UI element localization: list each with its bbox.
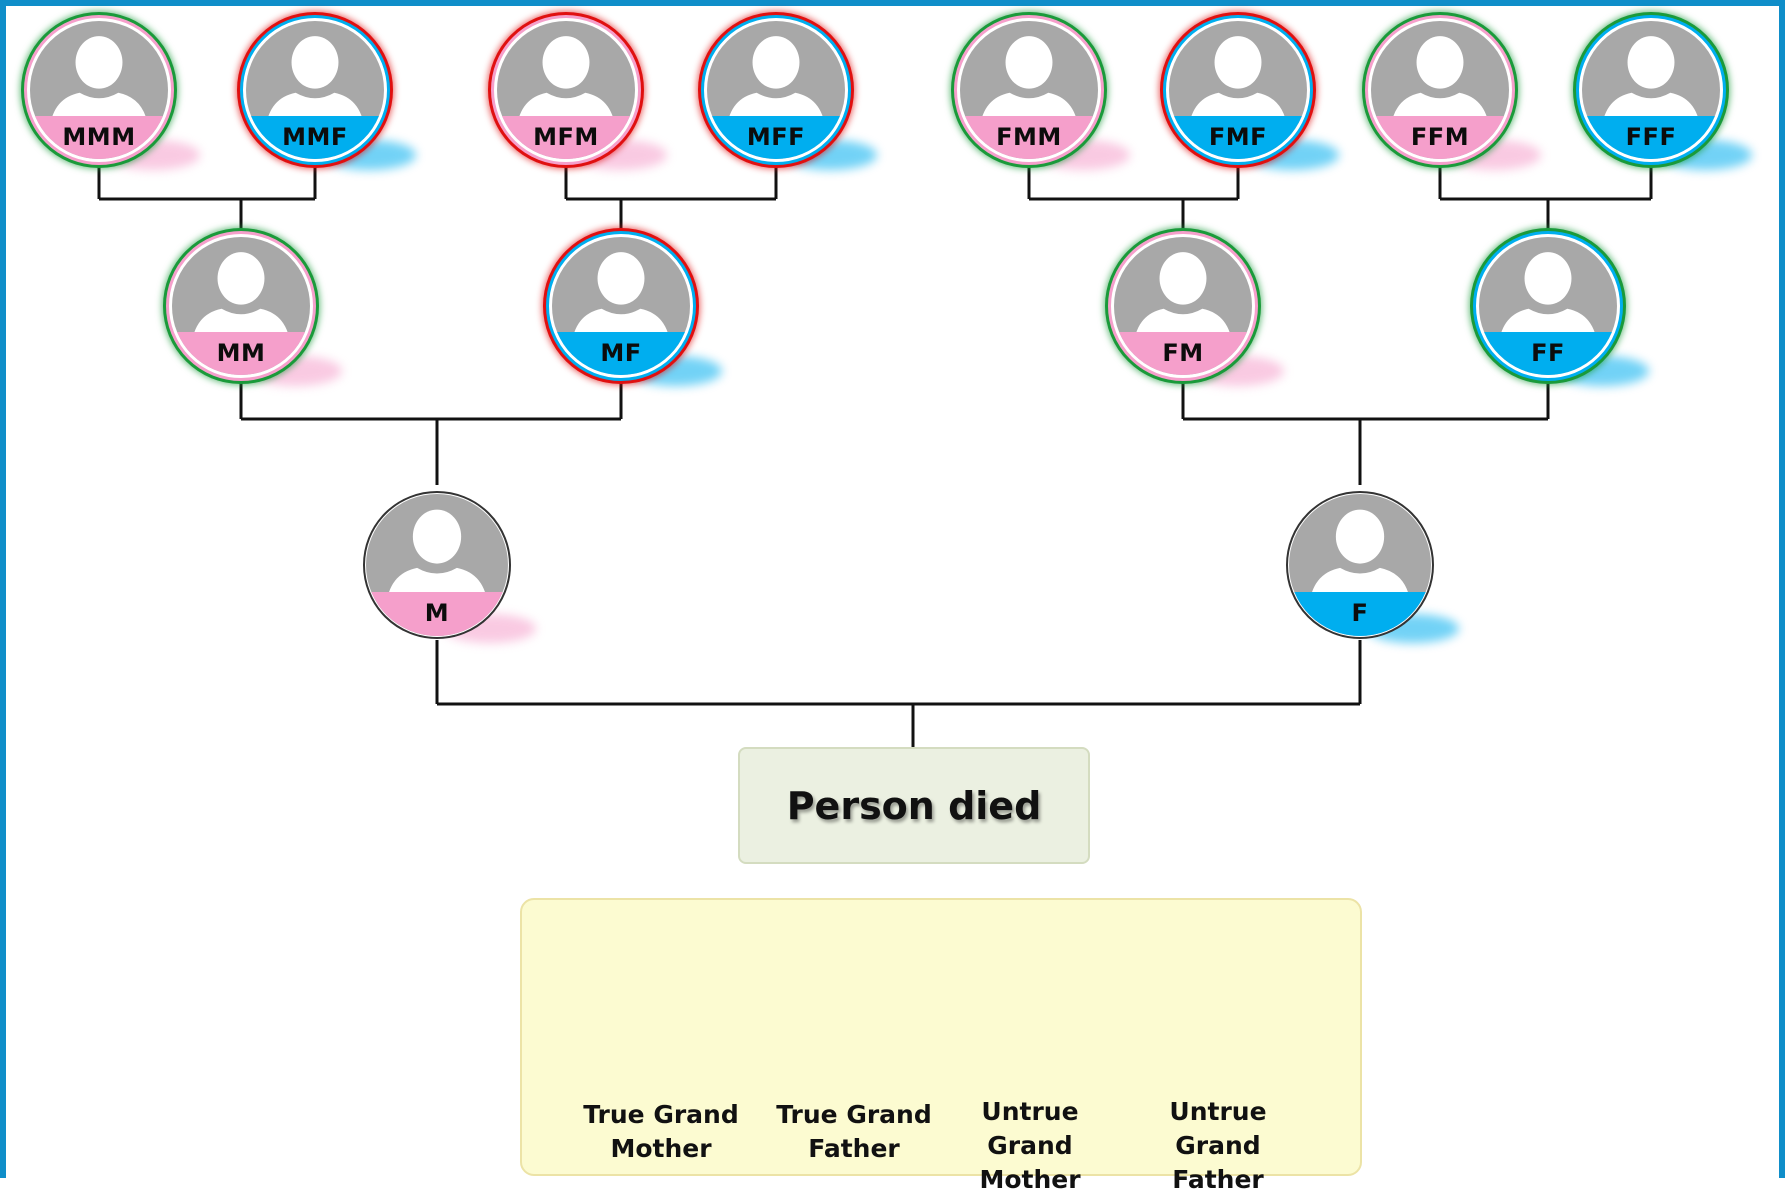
deceased-box: Person died xyxy=(738,747,1090,864)
node-fmf-avatar: FMF xyxy=(1169,21,1307,159)
legend-label-line1: True Grand xyxy=(583,1100,739,1129)
node-mm-avatar: MM xyxy=(172,237,310,375)
node-fm-avatar: FM xyxy=(1114,237,1252,375)
node-mm-band xyxy=(172,332,310,375)
node-fmm: FMM xyxy=(954,15,1104,165)
node-mmm-avatar: MMM xyxy=(30,21,168,159)
node-fmf: FMF xyxy=(1163,15,1313,165)
node-ffm-label: FFM xyxy=(1410,122,1470,151)
node-mff-avatar: MFF xyxy=(707,21,845,159)
node-f: F xyxy=(1286,491,1434,639)
node-fm-label: FM xyxy=(1162,338,1204,367)
node-m-avatar: M xyxy=(366,494,508,636)
deceased-label: Person died xyxy=(786,783,1042,828)
node-mff: MFF xyxy=(701,15,851,165)
node-mmf-band xyxy=(246,116,384,159)
node-ff-avatar: FF xyxy=(1479,237,1617,375)
node-f-avatar: F xyxy=(1289,494,1431,636)
node-fff: FFF xyxy=(1576,15,1726,165)
legend-label-line2: Father xyxy=(808,1134,900,1163)
node-fmf-band xyxy=(1169,116,1307,159)
node-mfm: MFM xyxy=(491,15,641,165)
node-ffm-avatar: FFM xyxy=(1371,21,1509,159)
legend-label-line1: Untrue Grand xyxy=(1169,1097,1267,1160)
node-f-band xyxy=(1289,591,1431,636)
node-fmm-band xyxy=(960,116,1098,159)
node-mmm-label: MMM xyxy=(62,122,136,151)
node-ffm: FFM xyxy=(1365,15,1515,165)
node-ff-band xyxy=(1479,332,1617,375)
node-ffm-band xyxy=(1371,116,1509,159)
legend-label-line2: Mother xyxy=(979,1165,1081,1194)
node-ff-label: FF xyxy=(1531,338,1565,367)
node-mmm-band xyxy=(30,116,168,159)
node-mm-label: MM xyxy=(216,338,266,367)
node-mff-band xyxy=(707,116,845,159)
node-fff-avatar: FFF xyxy=(1582,21,1720,159)
node-mmf-label: MMF xyxy=(282,122,348,151)
legend-panel xyxy=(520,898,1362,1176)
node-fmm-avatar: FMM xyxy=(960,21,1098,159)
node-mfm-label: MFM xyxy=(533,122,599,151)
node-mmf: MMF xyxy=(240,15,390,165)
legend-label-line1: Untrue Grand xyxy=(981,1097,1079,1160)
legend-label-line2: Mother xyxy=(610,1134,712,1163)
node-mf-band xyxy=(552,332,690,375)
node-m-band xyxy=(366,591,508,636)
node-mf-label: MF xyxy=(600,338,642,367)
node-mfm-band xyxy=(497,116,635,159)
node-fm-band xyxy=(1114,332,1252,375)
node-mm: MM xyxy=(166,231,316,381)
node-mf-avatar: MF xyxy=(552,237,690,375)
node-fmm-label: FMM xyxy=(996,122,1062,151)
node-m: M xyxy=(363,491,511,639)
node-mmm: MMM xyxy=(24,15,174,165)
node-mf: MF xyxy=(546,231,696,381)
node-mfm-avatar: MFM xyxy=(497,21,635,159)
node-fff-band xyxy=(1582,116,1720,159)
legend-label-line2: Father xyxy=(1172,1165,1264,1194)
page-frame-right xyxy=(1779,0,1785,1178)
node-ff: FF xyxy=(1473,231,1623,381)
legend-label-line1: True Grand xyxy=(776,1100,932,1129)
node-m-label: M xyxy=(424,599,450,628)
node-mff-label: MFF xyxy=(746,122,806,151)
node-fff-label: FFF xyxy=(1625,122,1677,151)
node-f-label: F xyxy=(1351,599,1369,628)
node-fm: FM xyxy=(1108,231,1258,381)
node-fmf-label: FMF xyxy=(1208,122,1268,151)
node-mmf-avatar: MMF xyxy=(246,21,384,159)
